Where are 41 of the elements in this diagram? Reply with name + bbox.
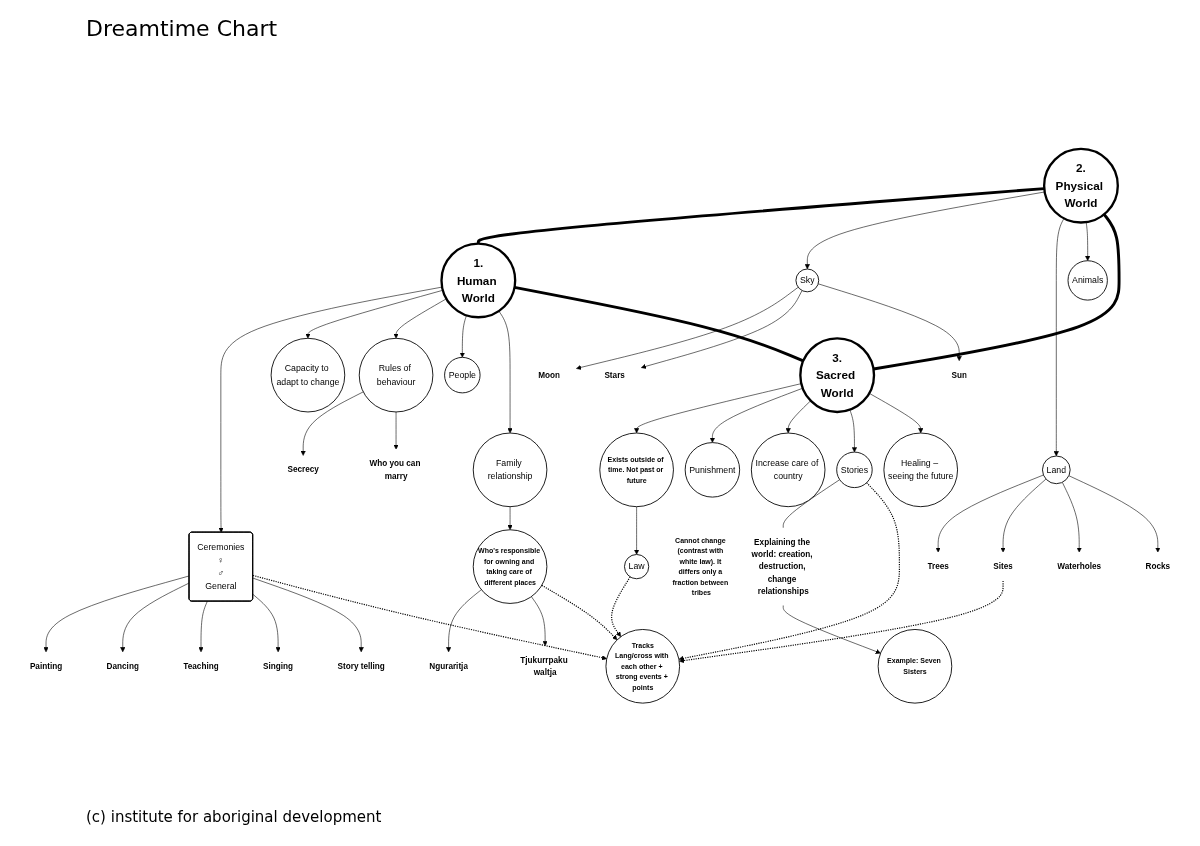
node-circle: Punishment (684, 442, 741, 498)
arrow (678, 482, 900, 661)
node-text: Singing (263, 661, 294, 671)
node-text: Sun (951, 370, 967, 380)
node-text: Dancing (106, 661, 139, 671)
node-circle: Healing – seeing the future (883, 432, 958, 508)
node-circle: 1. Human World (440, 242, 517, 319)
node-circle: 2. Physical World (1042, 147, 1119, 224)
copyright-note: (c) institute for aboriginal development (86, 808, 382, 826)
node-circle: Animals (1067, 260, 1108, 301)
node-text: Secrecy (287, 464, 319, 475)
connector (873, 213, 1121, 371)
node-circle: Rules of behaviour (358, 337, 434, 413)
node-text: Sites (993, 561, 1013, 571)
node-text: Stars (604, 370, 625, 380)
node-text: Teaching (183, 661, 219, 671)
node-circle: Family relationship (472, 432, 548, 508)
arrow (679, 580, 1004, 664)
node-text: Painting (29, 661, 63, 671)
node-text: Moon (538, 370, 560, 380)
node-text: Waterholes (1057, 561, 1102, 571)
node-circle: Law (624, 554, 650, 580)
node-circle: Capacity to adapt to change (270, 337, 346, 413)
connector (782, 479, 840, 528)
node-circle: Sky (795, 268, 820, 293)
node-circle: Increase care of country (750, 432, 826, 508)
arrow (611, 576, 631, 637)
node-circle: People (444, 356, 481, 394)
node-text: Story telling (337, 661, 385, 671)
connector (514, 285, 804, 363)
node-text: Trees (927, 561, 949, 571)
node-text: Nguraritja (429, 661, 468, 671)
node-text: Explaining the world: creation, destruction, change relationships (751, 537, 813, 596)
arrow (541, 584, 618, 641)
chart-title: Dreamtime Chart (86, 16, 278, 41)
node-text: Who you can marry (369, 458, 421, 481)
node-circle: 3. Sacred World (799, 337, 876, 414)
node-circle: Stories (836, 451, 873, 489)
node-circle: Land (1042, 455, 1071, 485)
node-text: Rocks (1145, 561, 1171, 571)
node-text: Tjukurrpaku waltja (520, 655, 568, 677)
